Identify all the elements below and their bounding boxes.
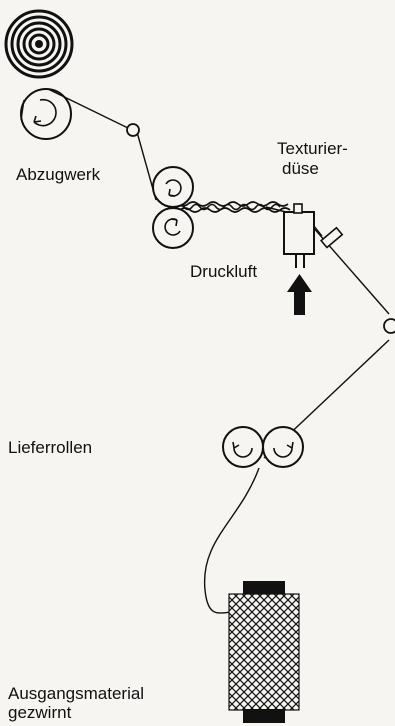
take-up-spool-icon bbox=[4, 9, 74, 79]
label-lieferrollen: Lieferrollen bbox=[8, 438, 93, 457]
arrow-up-icon bbox=[287, 274, 312, 315]
draw-off-roller-pair bbox=[152, 166, 194, 249]
cross-wound-bobbin-icon bbox=[228, 581, 300, 723]
drive-roller-icon bbox=[20, 88, 72, 140]
textured-yarn bbox=[175, 201, 291, 213]
label-ausgangsmaterial-line1: Ausgangsmaterial bbox=[8, 684, 145, 703]
guide-eyelet-icon bbox=[126, 123, 140, 137]
label-texturierduese-line1: Texturier- bbox=[277, 139, 348, 158]
delivery-roller-pair bbox=[222, 426, 304, 468]
label-ausgangsmaterial-line2: gezwirnt bbox=[8, 703, 72, 722]
label-abzugwerk: Abzugwerk bbox=[16, 165, 101, 184]
texturing-nozzle-icon bbox=[283, 203, 344, 268]
label-druckluft: Druckluft bbox=[190, 262, 258, 281]
label-texturierduese-line2: düse bbox=[282, 159, 319, 178]
guide-wheel-icon bbox=[383, 318, 395, 334]
